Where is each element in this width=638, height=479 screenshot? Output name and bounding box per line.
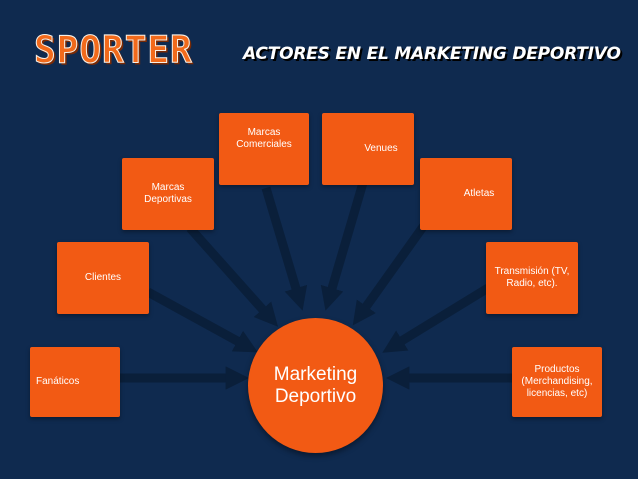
arrow-marcas-deportivas — [186, 225, 278, 327]
arrow-marcas-comerciales — [261, 186, 308, 311]
center-node-label: Marketing Deportivo — [273, 363, 358, 407]
node-transmision-label: Transmisión (TV, Radio, etc). — [494, 266, 570, 289]
arrow-transmision — [382, 284, 491, 353]
node-venues-label: Venues — [364, 143, 398, 154]
node-marcas-comerciales-label: Marcas Comerciales — [236, 127, 292, 150]
node-clientes-label: Clientes — [84, 272, 122, 283]
node-atletas-label: Atletas — [463, 188, 495, 199]
arrow-venues — [320, 174, 370, 311]
brand-logo: SPORTER — [34, 28, 193, 73]
node-atletas: Atletas — [420, 158, 512, 230]
node-transmision: Transmisión (TV, Radio, etc). — [486, 242, 578, 314]
node-fanaticos: Fanáticos — [30, 347, 120, 417]
node-venues: Venues — [322, 113, 414, 185]
node-marcas-comerciales: Marcas Comerciales — [219, 113, 309, 185]
node-productos-label: Productos (Merchandising, licencias, etc… — [521, 364, 593, 399]
slide-title: ACTORES EN EL MARKETING DEPORTIVO — [243, 44, 621, 64]
node-clientes: Clientes — [57, 242, 149, 314]
center-node: Marketing Deportivo — [248, 318, 383, 453]
node-productos: Productos (Merchandising, licencias, etc… — [512, 347, 602, 417]
node-marcas-deportivas-label: Marcas Deportivas — [144, 182, 192, 205]
arrow-clientes — [145, 288, 258, 353]
node-fanaticos-label: Fanáticos — [36, 376, 80, 387]
node-marcas-deportivas: Marcas Deportivas — [122, 158, 214, 230]
